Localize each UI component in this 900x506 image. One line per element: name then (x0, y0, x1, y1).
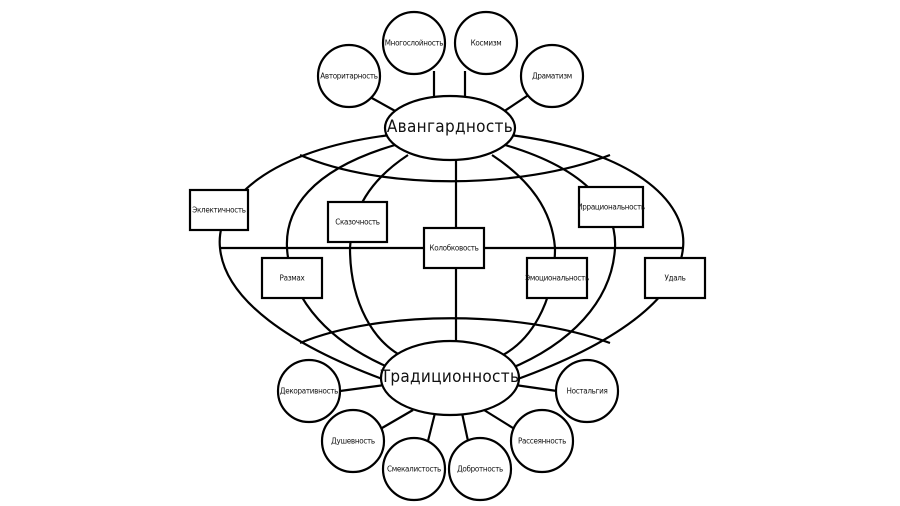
box-label: Удаль (664, 274, 685, 283)
satellite-label: Космизм (471, 39, 502, 48)
satellite-label: Ностальгия (566, 387, 607, 396)
satellite-label: Душевность (331, 437, 375, 446)
satellite-label: Многослойность (385, 39, 443, 48)
bottom-satellite: Душевность (320, 408, 386, 474)
top-satellite: Многослойность (381, 10, 447, 76)
globe-box: Иррациональность (577, 185, 645, 229)
bottom-satellite: Рассеянность (509, 408, 575, 474)
satellite-label: Смекалистость (387, 465, 441, 474)
globe-box: Удаль (643, 256, 707, 300)
satellite-label: Авторитарность (320, 72, 378, 81)
bottom-satellite: Смекалистость (381, 436, 447, 502)
bottom-satellite: Декоративность (276, 358, 342, 424)
globe-box: Размах (260, 256, 324, 300)
top-satellite: Космизм (453, 10, 519, 76)
connector-dramatizm (502, 93, 531, 113)
satellite-label: Декоративность (280, 387, 338, 396)
globe-grid (218, 71, 685, 442)
satellite-label: Драматизм (532, 72, 572, 81)
center-node-kolobkovost: Колобковость (422, 226, 486, 270)
parallel-lower (299, 317, 611, 345)
globe-box: Сказочность (326, 200, 389, 244)
satellite-label: Добротность (457, 464, 503, 474)
box-label: Иррациональность (577, 203, 645, 212)
connector-rasseyannost (483, 409, 514, 429)
connector-nostalgiya (514, 383, 558, 393)
box-label: Эмоциональность (525, 274, 589, 283)
satellite-label: Рассеянность (518, 437, 566, 446)
box-label: Сказочность (335, 218, 380, 227)
box-label: Размах (280, 274, 306, 283)
bottom-satellite: Ностальгия (554, 358, 620, 424)
connector-dekorativnost (339, 383, 386, 393)
pole-bottom-label: Традиционность (380, 367, 520, 387)
connector-dushevnost (381, 409, 414, 429)
top-satellite: Авторитарность (316, 43, 382, 109)
center-node-label: Колобковость (429, 243, 478, 253)
box-label: Эклектичность (192, 206, 246, 215)
pole-bottom-traditsionnost: Традиционность (380, 339, 521, 417)
connector-avtoritarnost (369, 96, 398, 113)
pole-top-avangardnost: Авангардность (383, 94, 517, 162)
connector-smekalistost (426, 412, 437, 442)
globe-box: Эклектичность (188, 188, 250, 232)
bottom-satellite: Добротность (447, 436, 513, 502)
globe-box: Эмоциональность (525, 256, 589, 300)
parallel-upper (299, 153, 611, 183)
pole-top-label: Авангардность (387, 117, 513, 137)
meridian-left-1 (348, 154, 411, 362)
top-satellite: Драматизм (519, 43, 585, 109)
connector-dobrotnost (460, 412, 470, 442)
